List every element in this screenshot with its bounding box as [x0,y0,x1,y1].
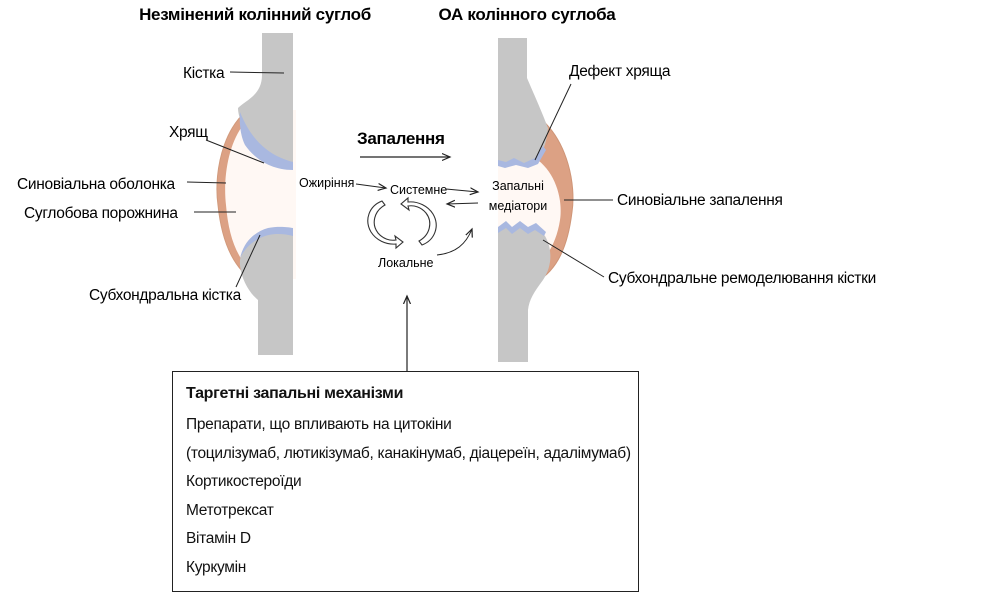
mediators-label-line1: Запальні [492,179,544,193]
mechanism-item: Кортикостероїди [186,473,302,490]
inflammation-label: Запалення [357,129,445,148]
local-label: Локальне [378,256,434,270]
systemic-to-mediators-arrow [445,189,478,192]
normal-knee-illustration [216,33,296,355]
leader-synovium [186,181,227,184]
oa-tibia [498,226,551,362]
mechanism-item: Метотрексат [186,501,274,519]
obesity-label: Ожиріння [299,176,354,190]
label-synovial-inflammation: Синовіальне запалення [617,192,783,209]
systemic-label: Системне [390,183,447,197]
targeted-mechanisms-title: Таргетні запальні механізми [186,385,404,402]
mechanism-item: Препарати, що впливають на цитокіни [186,416,452,433]
normal-lower-cartilage [240,226,293,258]
mediators-to-systemic-arrow [447,203,479,204]
normal-upper-cartilage [239,112,293,170]
leader-cartilage [205,139,265,164]
mediators-label-line2: медіатори [489,199,548,213]
local-cycle-icon [367,196,437,250]
leader-subchondral-bone [235,234,261,288]
label-cartilage-defect: Дефект хряща [569,63,671,80]
mechanism-item: (тоцилізумаб, лютикізумаб, канакінумаб, … [186,444,631,462]
normal-tibia [239,229,293,355]
targeted-mechanisms-box: Таргетні запальні механізми Препарати, щ… [172,371,639,592]
leader-bone [229,71,285,74]
local-to-mediators-arrow [436,229,472,256]
label-cartilage: Хрящ [169,124,208,141]
oa-knee-title: ОА колінного суглоба [439,5,617,24]
oa-lower-cartilage [498,221,546,236]
mechanism-item: Вітамін D [186,530,251,547]
label-subchondral-bone: Субхондральна кістка [89,287,242,304]
label-joint-cavity: Суглобова порожнина [24,205,178,222]
leader-subchondral-remodeling [542,239,605,278]
oa-femur [498,38,548,166]
label-bone: Кістка [183,65,225,82]
oa-knee-illustration [498,38,574,362]
normal-knee-title: Незмінений колінний суглоб [139,5,371,24]
label-subchondral-remodeling: Субхондральне ремоделювання кістки [608,270,876,287]
leader-cartilage-defect [534,83,572,161]
oa-upper-cartilage [498,146,546,168]
obesity-to-systemic-arrow [355,184,386,188]
label-synovium: Синовіальна оболонка [17,176,176,193]
mechanism-item: Куркумін [186,558,247,576]
